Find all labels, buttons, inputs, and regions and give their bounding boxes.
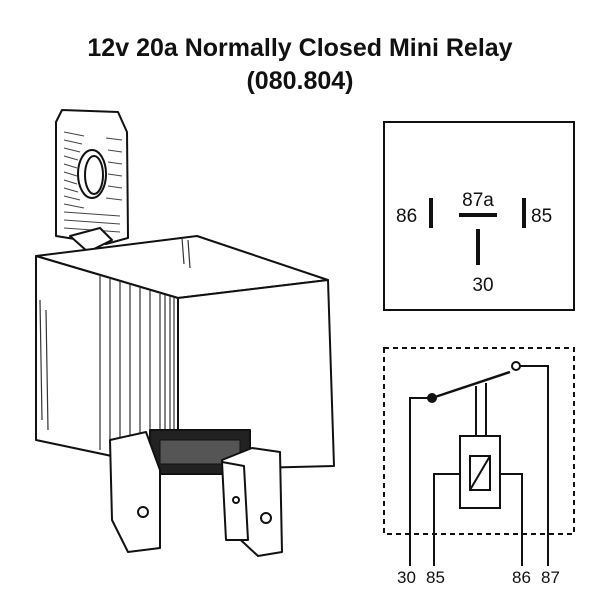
schematic-label-86: 86: [512, 568, 531, 587]
wire-87: [516, 365, 549, 566]
schematic-label-87: 87: [541, 568, 560, 587]
terminal-front: [221, 461, 249, 541]
switch-pivot: [427, 393, 437, 403]
pin-85-mark: [522, 198, 526, 228]
terminal-left: [109, 431, 161, 553]
wire-86: [500, 473, 523, 566]
pin-30-mark: [476, 229, 480, 265]
pin-label-30: 30: [472, 275, 493, 296]
mounting-tab: [55, 109, 129, 245]
wire-30: [409, 397, 432, 566]
schematic-label-85: 85: [426, 568, 445, 587]
relay-illustration: [35, 109, 335, 557]
schematic-dashed-box: [383, 347, 575, 535]
title-line-1: 12v 20a Normally Closed Mini Relay: [87, 34, 513, 62]
tab-bracket: [69, 227, 113, 253]
pin-label-87a: 87a: [462, 190, 494, 211]
contact-87: [511, 361, 521, 371]
schematic: 30 85 86 87: [383, 347, 575, 587]
pin-label-85: 85: [531, 206, 552, 227]
relay-right-face: [177, 279, 335, 471]
pin-86-mark: [429, 198, 433, 228]
pin-87a-mark: [459, 213, 497, 217]
wire-85: [433, 473, 460, 566]
switch-arm: [431, 370, 511, 400]
schematic-label-30: 30: [397, 568, 416, 587]
pinout-box: 86 87a 85 30: [383, 121, 575, 311]
title-line-2: (080.804): [246, 67, 354, 95]
pin-label-86: 86: [396, 206, 417, 227]
